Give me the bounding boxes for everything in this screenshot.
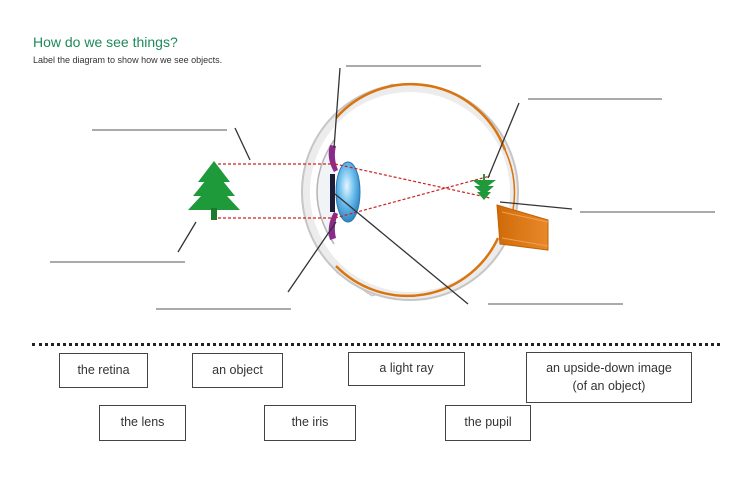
optic-nerve <box>496 204 549 251</box>
label-card-retina[interactable]: the retina <box>59 353 148 388</box>
label-card-text: (of an object) <box>572 378 646 393</box>
object-tree-icon <box>188 161 240 220</box>
page-title: How do we see things? <box>33 34 178 50</box>
label-card-iris[interactable]: the iris <box>264 405 356 441</box>
label-card-text: the pupil <box>464 415 512 430</box>
label-card-text: a light ray <box>379 361 434 376</box>
label-card-light-ray[interactable]: a light ray <box>348 352 465 386</box>
pupil <box>330 174 335 212</box>
pointer-lines <box>177 67 573 305</box>
label-card-object[interactable]: an object <box>192 353 283 388</box>
label-card-text: an object <box>212 362 263 377</box>
page-instructions: Label the diagram to show how we see obj… <box>33 55 223 65</box>
label-card-upside-down-image[interactable]: an upside-down image (of an object) <box>526 352 692 403</box>
label-card-text: an upside-down image <box>546 361 672 375</box>
label-card-pupil[interactable]: the pupil <box>445 405 531 441</box>
label-card-lens[interactable]: the lens <box>99 405 186 441</box>
eye-diagram <box>50 65 715 310</box>
divider-dotted <box>32 343 720 346</box>
label-card-text: the iris <box>291 415 329 430</box>
lens <box>335 161 361 223</box>
light-rays <box>218 163 491 219</box>
inverted-image-tree-icon <box>472 174 496 200</box>
label-card-text: the retina <box>77 362 130 377</box>
label-card-text: the lens <box>120 415 165 430</box>
eye-shell <box>301 82 519 301</box>
